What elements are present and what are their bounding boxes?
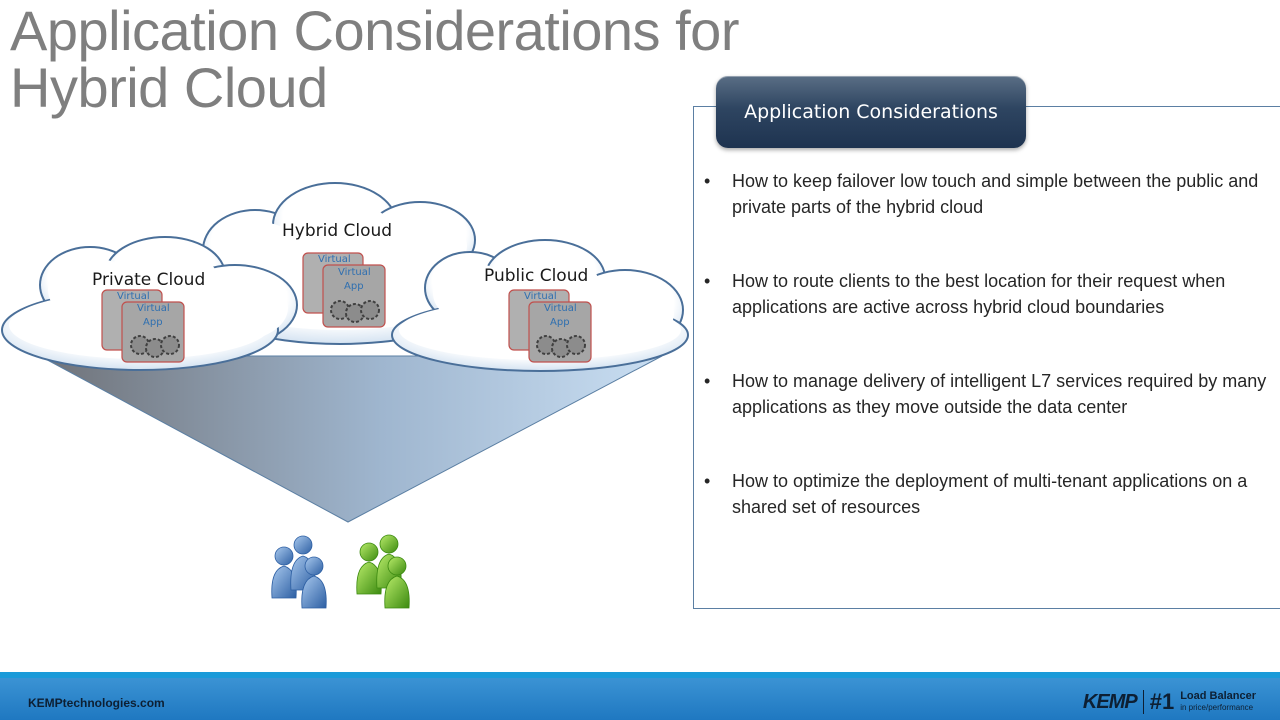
hybrid-cloud-label: Hybrid Cloud xyxy=(282,221,392,241)
virtual-app-stack-hybrid: Virtual Virtual App xyxy=(302,252,386,328)
gear-icon xyxy=(536,335,586,358)
logo-tagline: Load Balancer in price/performance xyxy=(1180,691,1256,713)
considerations-list: How to keep failover low touch and simpl… xyxy=(704,168,1270,520)
svg-text:App: App xyxy=(344,281,364,292)
logo-tagline-line-2: in price/performance xyxy=(1180,703,1254,712)
svg-text:App: App xyxy=(143,317,163,328)
svg-text:Virtual: Virtual xyxy=(338,267,371,278)
svg-text:Virtual: Virtual xyxy=(524,291,557,302)
connection-cone xyxy=(39,355,663,523)
svg-text:Virtual: Virtual xyxy=(137,303,170,314)
footer-url[interactable]: KEMPtechnologies.com xyxy=(28,696,165,710)
list-item: How to keep failover low touch and simpl… xyxy=(704,168,1270,220)
list-item: How to optimize the deployment of multi-… xyxy=(704,468,1270,520)
gear-icon xyxy=(330,300,380,323)
logo-divider xyxy=(1142,690,1144,714)
logo-brand: KEMP xyxy=(1082,690,1138,713)
svg-text:App: App xyxy=(550,317,570,328)
list-item: How to route clients to the best locatio… xyxy=(704,268,1270,320)
page-title: Application Considerations for Hybrid Cl… xyxy=(10,2,910,116)
private-cloud-label: Private Cloud xyxy=(92,270,205,290)
kemp-logo: KEMP #1 Load Balancer in price/performan… xyxy=(1083,687,1256,717)
title-line-2: Hybrid Cloud xyxy=(10,56,328,119)
logo-tagline-line-1: Load Balancer xyxy=(1180,690,1256,702)
public-cloud-label: Public Cloud xyxy=(484,266,588,286)
title-line-1: Application Considerations for xyxy=(10,0,739,62)
svg-text:Virtual: Virtual xyxy=(544,303,577,314)
svg-text:Virtual: Virtual xyxy=(117,291,150,302)
hybrid-cloud-diagram: Hybrid Cloud Private Cloud Public Cloud … xyxy=(1,182,689,609)
svg-text:Virtual: Virtual xyxy=(318,254,351,265)
footer-bar: KEMPtechnologies.com KEMP #1 Load Balanc… xyxy=(0,672,1280,720)
virtual-app-stack-public: Virtual Virtual App xyxy=(508,289,592,363)
logo-rank: #1 xyxy=(1149,689,1175,714)
list-item: How to manage delivery of intelligent L7… xyxy=(704,368,1270,420)
panel-heading: Application Considerations xyxy=(716,76,1026,148)
green-users-icon xyxy=(356,534,410,609)
gear-icon xyxy=(130,335,180,358)
blue-users-icon xyxy=(271,535,327,609)
virtual-app-stack-private: Virtual Virtual App xyxy=(101,289,185,363)
